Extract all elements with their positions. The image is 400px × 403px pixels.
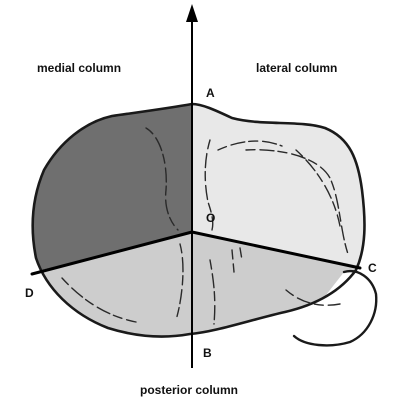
sketch-contours — [61, 127, 349, 325]
posterior-region — [32, 232, 365, 337]
axis-arrowhead — [186, 4, 198, 22]
divider-o-to-d — [30, 230, 194, 276]
point-a-label: A — [206, 86, 215, 100]
medial-column-label: medial column — [37, 61, 121, 75]
point-o-label: O — [206, 211, 215, 225]
point-b-label: B — [203, 346, 212, 360]
posterior-column-label: posterior column — [140, 383, 238, 397]
lateral-column-label: lateral column — [256, 61, 337, 75]
point-c-label: C — [368, 261, 377, 275]
lateral-region — [192, 104, 365, 266]
plateau-regions — [32, 104, 365, 337]
plateau-outline — [31, 102, 366, 338]
lateral-bump — [292, 269, 378, 347]
divider-o-to-c — [190, 230, 362, 270]
point-d-label: D — [25, 286, 34, 300]
